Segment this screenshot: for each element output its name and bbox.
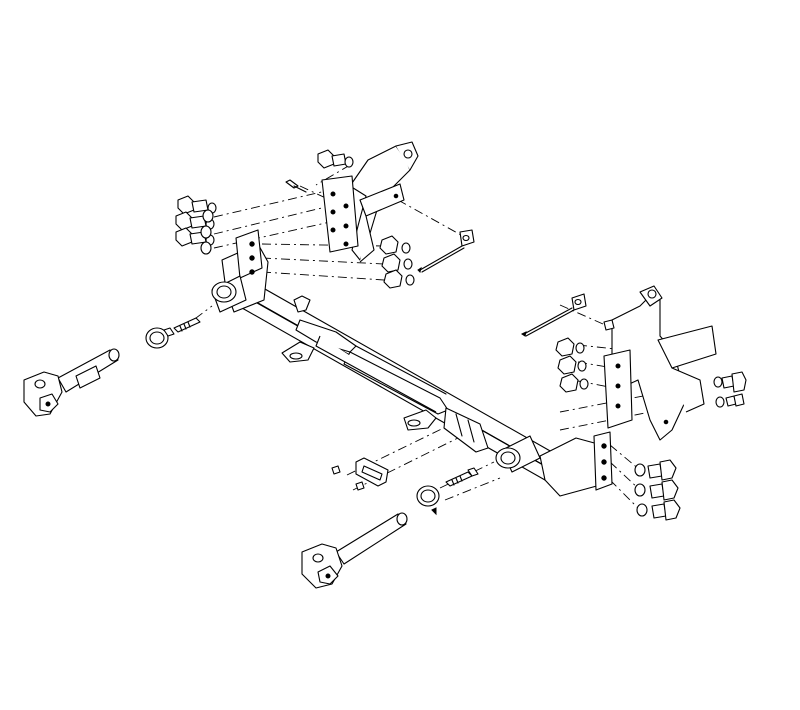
left-receiver: [211, 229, 269, 313]
left-spring-ring: [145, 317, 201, 349]
top-bolt: [285, 149, 354, 193]
right-side-bolts: [713, 371, 747, 408]
right-tow-arm: [301, 512, 408, 589]
left-vehicle-bracket: [321, 141, 419, 263]
right-spring-ring: [416, 467, 479, 516]
right-receiver: [495, 431, 613, 497]
right-nut-stack: [523, 293, 615, 393]
left-nut-stack: [379, 229, 475, 289]
left-tow-arm: [23, 348, 120, 417]
right-lower-bolt-stack: [634, 459, 681, 521]
skid-plate: [331, 457, 389, 491]
right-vehicle-bracket: [603, 285, 717, 441]
left-bolt-stack: [175, 195, 217, 255]
safety-cables: [417, 266, 527, 337]
